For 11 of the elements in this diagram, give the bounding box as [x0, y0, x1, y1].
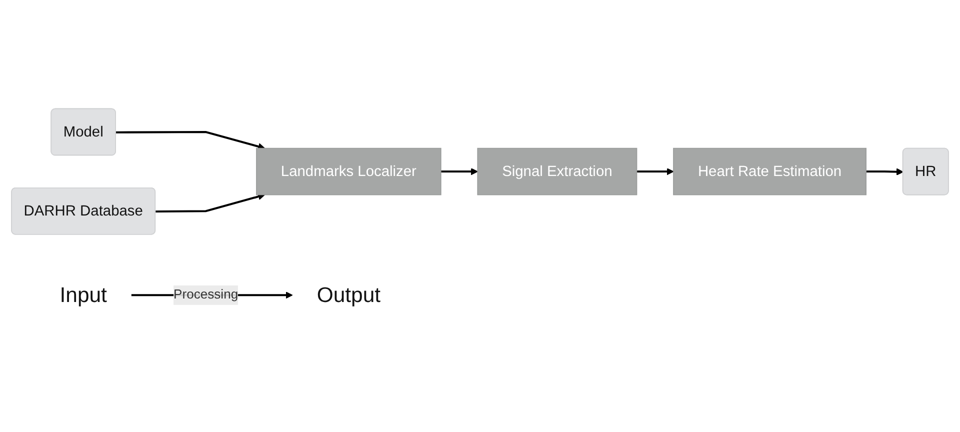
- arrow: [440, 168, 478, 176]
- node-box: Heart Rate Estimation: [673, 148, 866, 196]
- arrow: [636, 168, 674, 176]
- arrow: [116, 130, 266, 150]
- node-text: Input: [60, 282, 107, 307]
- edge-label: Processing: [174, 288, 238, 302]
- node-text: Output: [316, 282, 381, 307]
- arrow: [866, 168, 904, 176]
- arrow: [156, 193, 266, 213]
- node-box: Landmarks Localizer: [256, 148, 442, 196]
- node-box: Signal Extraction: [477, 148, 638, 196]
